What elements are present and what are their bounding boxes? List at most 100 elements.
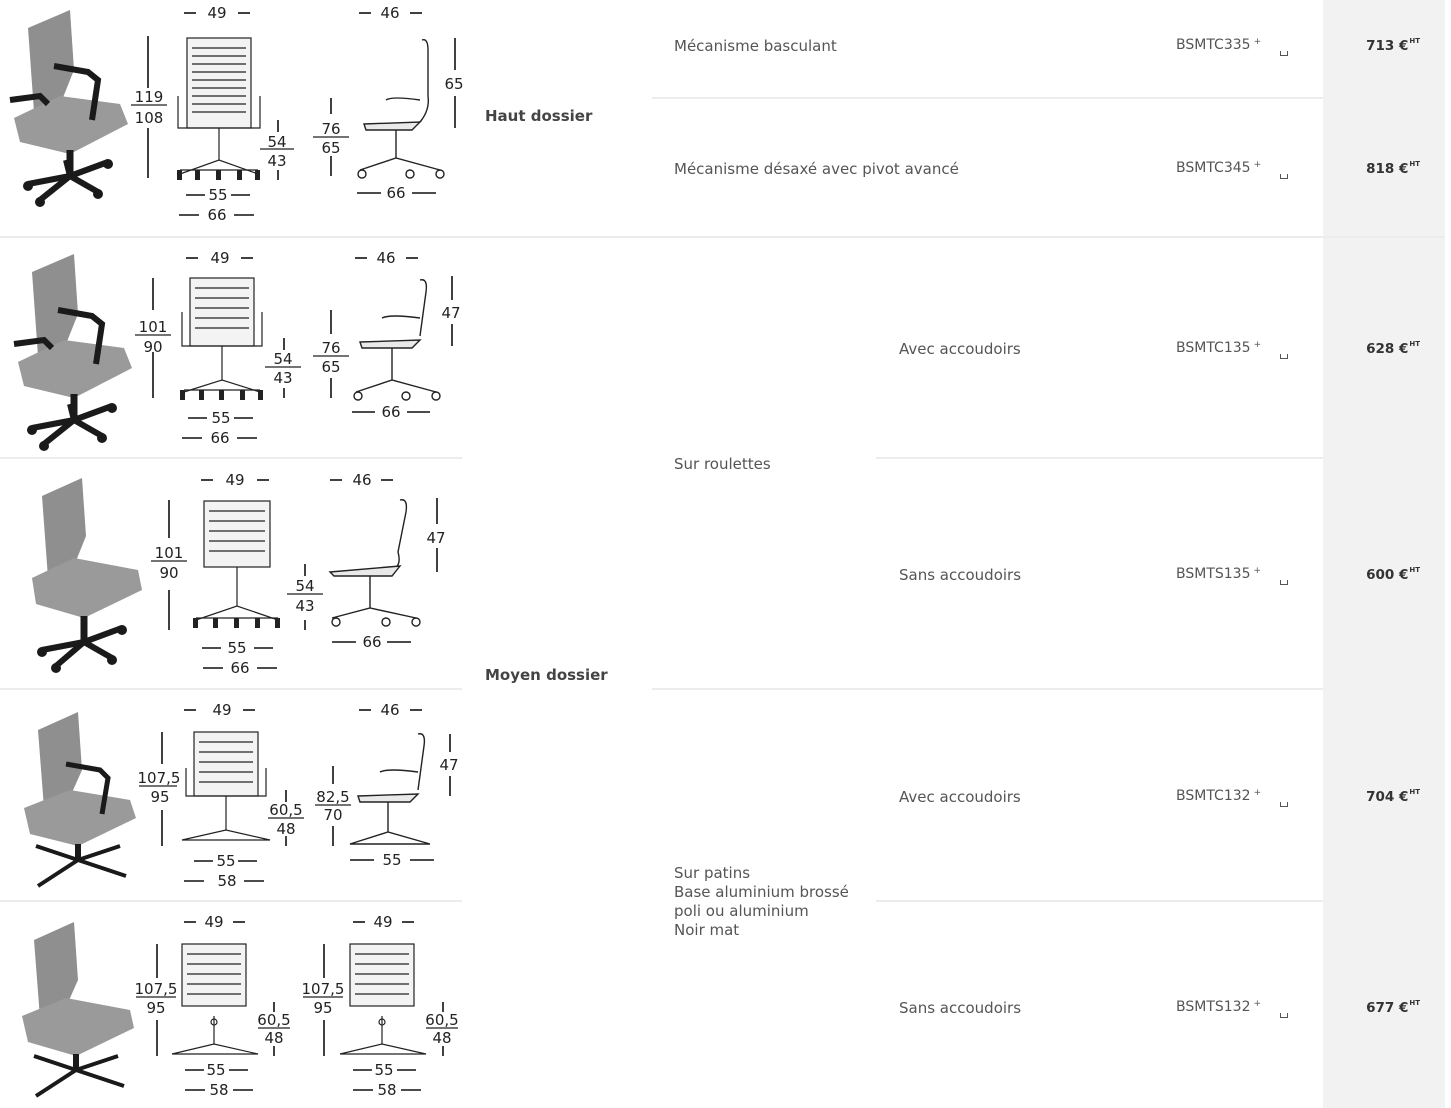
image-divider bbox=[0, 688, 462, 690]
dim-base-1: 55 bbox=[206, 1061, 225, 1079]
dimension-lines bbox=[147, 36, 456, 1056]
dim-side-base: 66 bbox=[386, 184, 405, 202]
dim-base-2: 66 bbox=[230, 659, 249, 677]
row-desc-4: Sans accoudoirs bbox=[899, 566, 1022, 584]
dim-height-min: 95 bbox=[150, 788, 169, 806]
chair-illustrations: 49 46 119 108 54 43 76 65 65 55 66 66 49… bbox=[0, 4, 464, 1099]
dim-seat-max: 60,5 bbox=[257, 1011, 290, 1029]
dim-side-base: 66 bbox=[362, 633, 381, 651]
wheels-icon bbox=[193, 618, 280, 628]
row-ref-5: BSMTC132+ bbox=[1176, 788, 1288, 807]
dim-base-1: 55 bbox=[211, 409, 230, 427]
dim-seat-max: 54 bbox=[267, 133, 286, 151]
front-drawing-4 bbox=[181, 731, 271, 841]
dash-lines bbox=[179, 12, 436, 1091]
dim-arm-max: 76 bbox=[321, 120, 340, 138]
dim-width: 49 bbox=[204, 913, 223, 931]
dim-height-min: 95 bbox=[146, 999, 165, 1017]
dim-base-1: 55 bbox=[227, 639, 246, 657]
dim-side-base: 66 bbox=[381, 403, 400, 421]
chair-photo-4 bbox=[24, 712, 136, 886]
dim-base-1: 55 bbox=[216, 852, 235, 870]
dim-depth: 46 bbox=[376, 249, 395, 267]
dim-back: 47 bbox=[426, 529, 445, 547]
dim-height-max: 119 bbox=[135, 88, 164, 106]
space-icon bbox=[1280, 174, 1288, 179]
side-drawing-2 bbox=[353, 279, 441, 401]
chair-photo-3 bbox=[32, 478, 142, 673]
row-desc-3: Avec accoudoirs bbox=[899, 340, 1021, 358]
dim-depth: 46 bbox=[380, 4, 399, 22]
dim-width: 49 bbox=[225, 471, 244, 489]
dim-base-2: 58 bbox=[217, 872, 236, 890]
dim-base-1b: 55 bbox=[374, 1061, 393, 1079]
price-column-background bbox=[1323, 0, 1445, 1108]
dim-height-min: 108 bbox=[135, 109, 164, 127]
price-value: 713 € bbox=[1366, 38, 1409, 54]
side-drawing-3 bbox=[328, 499, 421, 627]
dim-width: 49 bbox=[207, 4, 226, 22]
dim-seat-min: 43 bbox=[273, 369, 292, 387]
group-label-haut: Haut dossier bbox=[485, 107, 593, 125]
price-value: 704 € bbox=[1366, 789, 1409, 805]
row-divider bbox=[652, 688, 1323, 690]
row-desc-2: Mécanisme désaxé avec pivot avancé bbox=[674, 160, 959, 178]
dim-seat-max: 54 bbox=[295, 577, 314, 595]
dim-width-2: 49 bbox=[373, 913, 392, 931]
dim-arm-min: 65 bbox=[321, 358, 340, 376]
price-value: 818 € bbox=[1366, 161, 1409, 177]
dimension-labels: 49 46 119 108 54 43 76 65 65 55 66 66 49… bbox=[135, 4, 464, 1099]
ref-plus: + bbox=[1253, 340, 1262, 350]
row-desc-6: Sans accoudoirs bbox=[899, 999, 1022, 1017]
row-ref-6: BSMTS132+ bbox=[1176, 999, 1288, 1018]
dim-width: 49 bbox=[212, 701, 231, 719]
dim-seat-min: 43 bbox=[267, 152, 286, 170]
side-drawing-1 bbox=[357, 39, 445, 179]
ref-code: BSMTS135 bbox=[1176, 566, 1251, 582]
row-ref-2: BSMTC345+ bbox=[1176, 160, 1288, 179]
front-drawing-1 bbox=[177, 37, 261, 175]
price-value: 628 € bbox=[1366, 341, 1409, 357]
image-divider bbox=[0, 457, 462, 459]
base-label-patins-2: Base aluminium brossé bbox=[674, 883, 849, 901]
dim-back: 47 bbox=[441, 304, 460, 322]
dim-height-max: 101 bbox=[155, 544, 184, 562]
dim-arm-max: 82,5 bbox=[316, 788, 349, 806]
row-price-4: 600 €HT bbox=[1328, 566, 1420, 583]
chair-photo-1 bbox=[10, 10, 128, 207]
chair-photo-2 bbox=[14, 254, 132, 451]
side-drawing-4 bbox=[349, 733, 431, 845]
dim-seat-min: 48 bbox=[264, 1029, 283, 1047]
base-label-patins-3: poli ou aluminium bbox=[674, 902, 809, 920]
row-price-2: 818 €HT bbox=[1328, 160, 1420, 177]
group-divider bbox=[0, 236, 1445, 238]
ref-plus: + bbox=[1253, 999, 1262, 1009]
row-price-5: 704 €HT bbox=[1328, 788, 1420, 805]
ref-plus: + bbox=[1253, 566, 1262, 576]
dim-height-max-2: 107,5 bbox=[302, 980, 345, 998]
dim-width: 49 bbox=[210, 249, 229, 267]
dim-height-max: 107,5 bbox=[135, 980, 178, 998]
image-divider bbox=[0, 900, 462, 902]
dim-depth: 46 bbox=[380, 701, 399, 719]
row-ref-1: BSMTC335+ bbox=[1176, 37, 1288, 56]
dim-arm-max: 76 bbox=[321, 339, 340, 357]
dim-arm-min: 65 bbox=[321, 139, 340, 157]
dim-seat-max-2: 60,5 bbox=[425, 1011, 458, 1029]
row-price-3: 628 €HT bbox=[1328, 340, 1420, 357]
ref-code: BSMTS132 bbox=[1176, 999, 1251, 1015]
chair-photo-5 bbox=[22, 922, 134, 1096]
dim-height-min-2: 95 bbox=[313, 999, 332, 1017]
wheels-icon bbox=[180, 390, 263, 400]
dim-back: 47 bbox=[439, 756, 458, 774]
space-icon bbox=[1280, 1013, 1288, 1018]
ref-code: BSMTC335 bbox=[1176, 37, 1251, 53]
dim-back: 65 bbox=[444, 75, 463, 93]
row-price-1: 713 €HT bbox=[1328, 37, 1420, 54]
dim-base-2b: 58 bbox=[377, 1081, 396, 1099]
row-price-6: 677 €HT bbox=[1328, 999, 1420, 1016]
ref-plus: + bbox=[1253, 788, 1262, 798]
row-divider bbox=[652, 97, 1323, 99]
front-drawing-2 bbox=[181, 277, 263, 393]
dim-height-min: 90 bbox=[143, 338, 162, 356]
